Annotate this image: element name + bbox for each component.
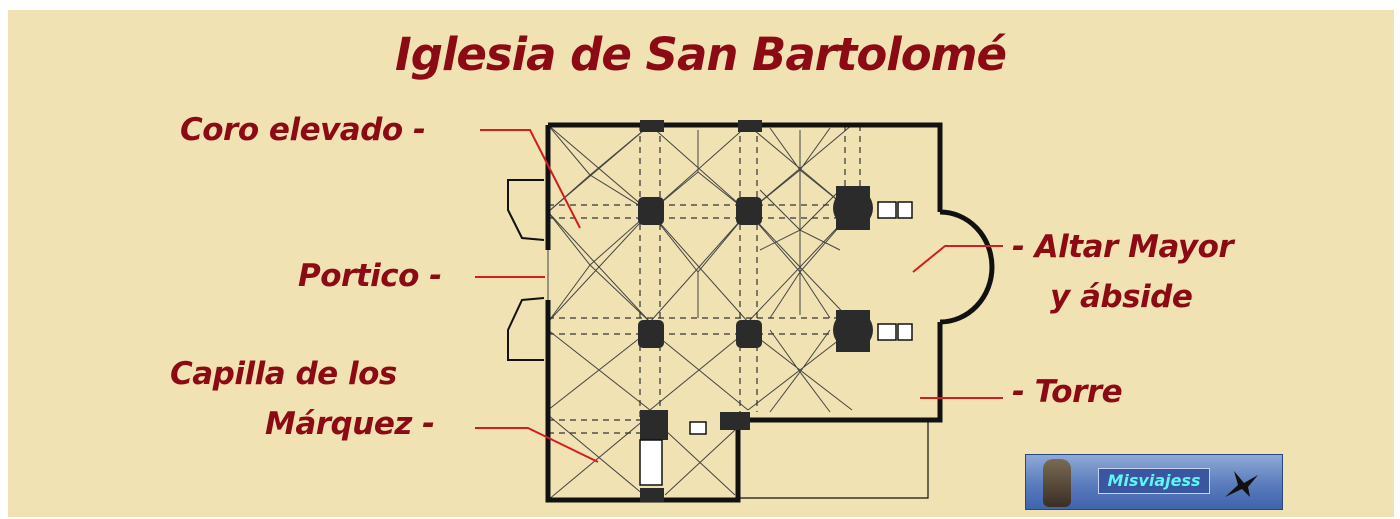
diagram-title: Iglesia de San Bartolomé <box>395 28 1007 81</box>
label-altar-line2: y ábside <box>1050 279 1193 315</box>
dashed-arches <box>548 125 861 434</box>
label-capilla-line1: Capilla de los <box>170 356 397 392</box>
porch-walls <box>507 179 545 361</box>
openings <box>639 201 913 486</box>
exterior-walls <box>545 122 943 503</box>
bird-icon <box>1225 471 1258 497</box>
label-altar-line1: - Altar Mayor <box>1012 229 1234 265</box>
label-torre: - Torre <box>1012 374 1123 410</box>
apse-wall <box>939 209 995 325</box>
logo-text: Misviajess <box>1098 468 1210 494</box>
tower-outline <box>737 420 929 499</box>
leader-lines <box>475 129 1003 463</box>
misviajess-logo[interactable]: Misviajess <box>1025 454 1283 510</box>
label-coro-elevado: Coro elevado - <box>180 112 426 148</box>
portrait-icon <box>1043 459 1071 507</box>
leader-altar <box>912 245 1003 273</box>
leader-capilla <box>475 427 599 463</box>
leader-coro <box>480 129 581 229</box>
label-capilla-line2: Márquez - <box>265 406 435 442</box>
piers <box>638 120 873 502</box>
vault-ribs <box>547 124 853 501</box>
label-portico: Portico - <box>298 258 442 294</box>
